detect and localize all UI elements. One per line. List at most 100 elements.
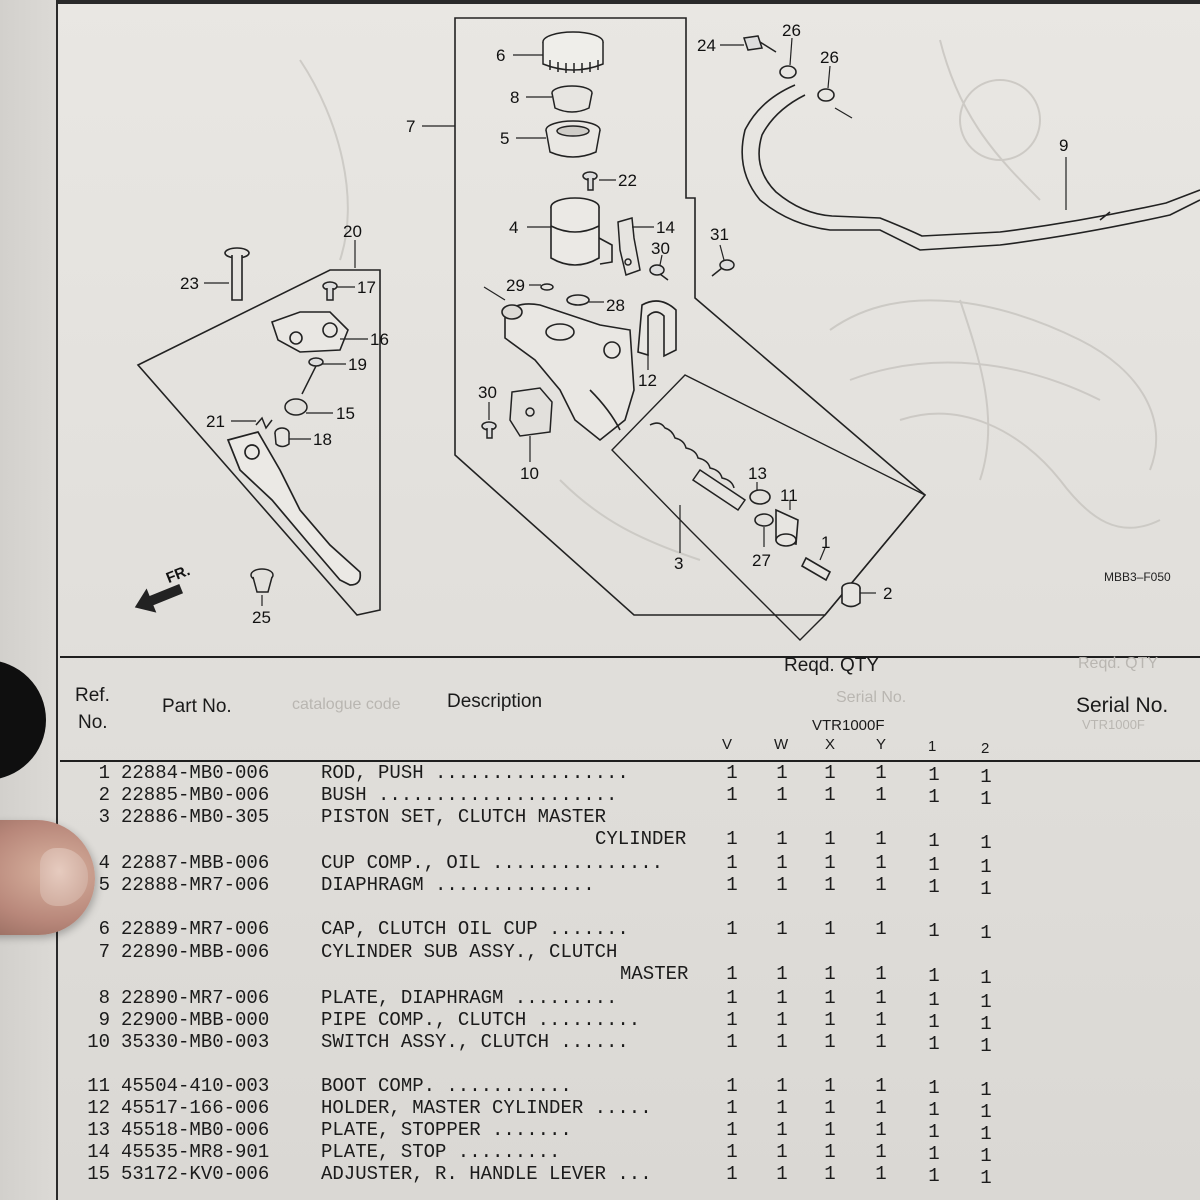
o-ring-28-part [566, 294, 590, 306]
table-header-rule [60, 760, 1200, 762]
row-qty-v: 1 [726, 963, 738, 985]
callout-30-upper: 30 [651, 239, 670, 258]
row-qty-v: 1 [726, 1009, 738, 1031]
header-col-x: X [825, 736, 836, 753]
row-part-number: 22886-MB0-305 [121, 806, 270, 828]
table-top-rule [60, 656, 1200, 658]
header-serial-no: Serial No. [1076, 694, 1169, 717]
row-qty-x: 1 [824, 828, 836, 850]
row-ref-no: 2 [98, 784, 110, 806]
row-qty-y: 1 [875, 1141, 887, 1163]
ghost-background-drawing [299, 39, 1161, 561]
piston-spring-part [649, 422, 747, 512]
leader-dots: ....... [549, 918, 629, 940]
row-description: ADJUSTER, R. HANDLE LEVER [321, 1163, 607, 1185]
row-ref-no: 11 [87, 1075, 110, 1097]
boot-part [775, 508, 799, 547]
row-part-number: 35330-MB0-003 [121, 1031, 270, 1053]
callout-27: 27 [752, 551, 771, 570]
leader-dots: ......... [514, 987, 618, 1009]
sealing-washer-lower-part [817, 88, 835, 102]
page-binding-edge [0, 0, 58, 1200]
ghost-model: VTR1000F [1082, 717, 1145, 732]
callout-14: 14 [656, 218, 675, 237]
row-qty-w: 1 [776, 1075, 788, 1097]
row-description: PISTON SET, CLUTCH MASTER [321, 806, 607, 828]
callout-10: 10 [520, 464, 539, 483]
callout-31: 31 [710, 225, 729, 244]
row-qty-w: 1 [776, 1141, 788, 1163]
callout-26-lower: 26 [820, 48, 839, 67]
header-description: Description [447, 691, 543, 712]
header-col-w: W [774, 736, 789, 753]
stopper-plate-part [749, 489, 771, 505]
row-qty-x: 1 [824, 1163, 836, 1185]
callout-19: 19 [348, 355, 367, 374]
row-qty-v: 1 [726, 828, 738, 850]
row-qty-2: 1 [980, 991, 992, 1013]
row-ref-no: 6 [98, 918, 110, 940]
row-ref-no: 13 [87, 1119, 110, 1141]
row-qty-v: 1 [726, 874, 738, 896]
row-part-number: 22887-MBB-006 [121, 852, 270, 874]
top-border-rule [56, 0, 1200, 4]
spring-21-part [255, 416, 273, 430]
callout-11: 11 [780, 486, 798, 505]
ghost-catalogue-code: catalogue code [292, 696, 401, 713]
row-qty-y: 1 [875, 874, 887, 896]
row-qty-1: 1 [928, 965, 940, 987]
row-qty-1: 1 [928, 786, 940, 808]
row-qty-w: 1 [776, 1009, 788, 1031]
row-part-number: 45535-MR8-901 [121, 1141, 270, 1163]
callout-18: 18 [313, 430, 332, 449]
leader-dots: ................. [435, 762, 629, 784]
screw-17-part [322, 281, 338, 301]
row-qty-1: 1 [928, 1011, 940, 1033]
row-qty-y: 1 [875, 1097, 887, 1119]
row-qty-x: 1 [824, 874, 836, 896]
row-qty-y: 1 [875, 828, 887, 850]
stop-plate-part [617, 217, 641, 276]
pin-18-part [274, 427, 290, 448]
row-qty-2: 1 [980, 1013, 992, 1035]
row-qty-v: 1 [726, 1141, 738, 1163]
leader-dots: ............... [492, 852, 664, 874]
row-qty-w: 1 [776, 784, 788, 806]
adjuster-part [284, 398, 308, 416]
header-part-no: Part No. [162, 696, 232, 717]
clutch-switch-part [509, 387, 553, 437]
leader-dots: ... [617, 1163, 652, 1185]
callout-21: 21 [206, 412, 225, 431]
row-qty-1: 1 [928, 1121, 940, 1143]
row-qty-2: 1 [980, 1101, 992, 1123]
callout-3: 3 [674, 554, 684, 573]
master-cylinder-group-frame [454, 17, 927, 616]
row-description: BOOT COMP. [321, 1075, 436, 1097]
row-ref-no: 14 [87, 1141, 110, 1163]
callout-8: 8 [510, 88, 520, 107]
row-qty-v: 1 [726, 918, 738, 940]
callout-13: 13 [748, 464, 767, 483]
callout-28: 28 [606, 296, 625, 315]
row-part-number: 22884-MB0-006 [121, 762, 270, 784]
row-part-number: 53172-KV0-006 [121, 1163, 270, 1185]
row-qty-1: 1 [928, 764, 940, 786]
lever-group-frame [136, 269, 381, 616]
callout-12: 12 [638, 371, 657, 390]
callout-leader-lines [204, 37, 1067, 606]
header-ref-line1: Ref. [75, 685, 110, 706]
row-qty-w: 1 [776, 852, 788, 874]
callout-4: 4 [509, 218, 519, 237]
callout-15: 15 [336, 404, 355, 423]
row-qty-1: 1 [928, 876, 940, 898]
row-qty-v: 1 [726, 762, 738, 784]
row-qty-1: 1 [928, 989, 940, 1011]
bush-part [841, 582, 861, 608]
callout-7: 7 [406, 117, 416, 136]
row-description: BUSH [321, 784, 367, 806]
callout-16: 16 [370, 330, 389, 349]
oil-cup-cap-part [542, 31, 604, 73]
